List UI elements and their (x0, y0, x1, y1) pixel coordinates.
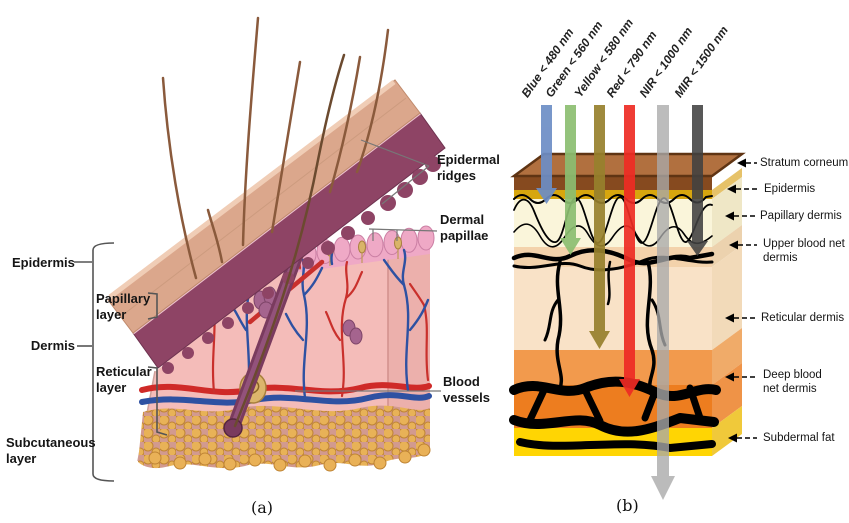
label-deep-blood-net-dermis: Deep blood net dermis (763, 369, 822, 396)
layer-pointer-arrows (734, 162, 757, 439)
label-dermal-papillae: Dermal papillae (440, 212, 489, 243)
label-epidermis: Epidermis (12, 255, 75, 270)
label-papillary-layer: Papillary layer (96, 291, 151, 322)
panel-a-pointer-lines (295, 139, 441, 392)
panel-a-brackets (74, 242, 168, 482)
nir-arrow (651, 105, 675, 500)
label-blood-vessels: Blood vessels (443, 374, 490, 405)
label-upper-blood-net-dermis: Upper blood net dermis (763, 238, 845, 265)
green-arrow (560, 105, 581, 255)
caption-a: (a) (251, 498, 274, 517)
label-subdermal-fat: Subdermal fat (763, 432, 835, 444)
mir-arrow (687, 105, 708, 256)
skin-block-diagram (509, 105, 757, 500)
skin-illustration-3d (74, 16, 446, 482)
yellow-arrow (589, 105, 610, 349)
label-subcutaneous-layer: Subcutaneous layer (6, 435, 96, 466)
label-epidermis-b: Epidermis (764, 183, 816, 195)
wavelength-arrows (536, 105, 708, 500)
label-dermis: Dermis (30, 338, 75, 353)
caption-b: (b) (616, 496, 639, 515)
label-stratum-corneum: Stratum corneum (760, 157, 849, 169)
label-reticular-layer: Reticular layer (96, 364, 152, 395)
red-arrow (619, 105, 640, 397)
label-papillary-dermis: Papillary dermis (760, 210, 842, 222)
blue-arrow (536, 105, 557, 204)
label-reticular-dermis: Reticular dermis (761, 312, 845, 324)
label-epidermal-ridges: Epidermal ridges (437, 152, 500, 183)
